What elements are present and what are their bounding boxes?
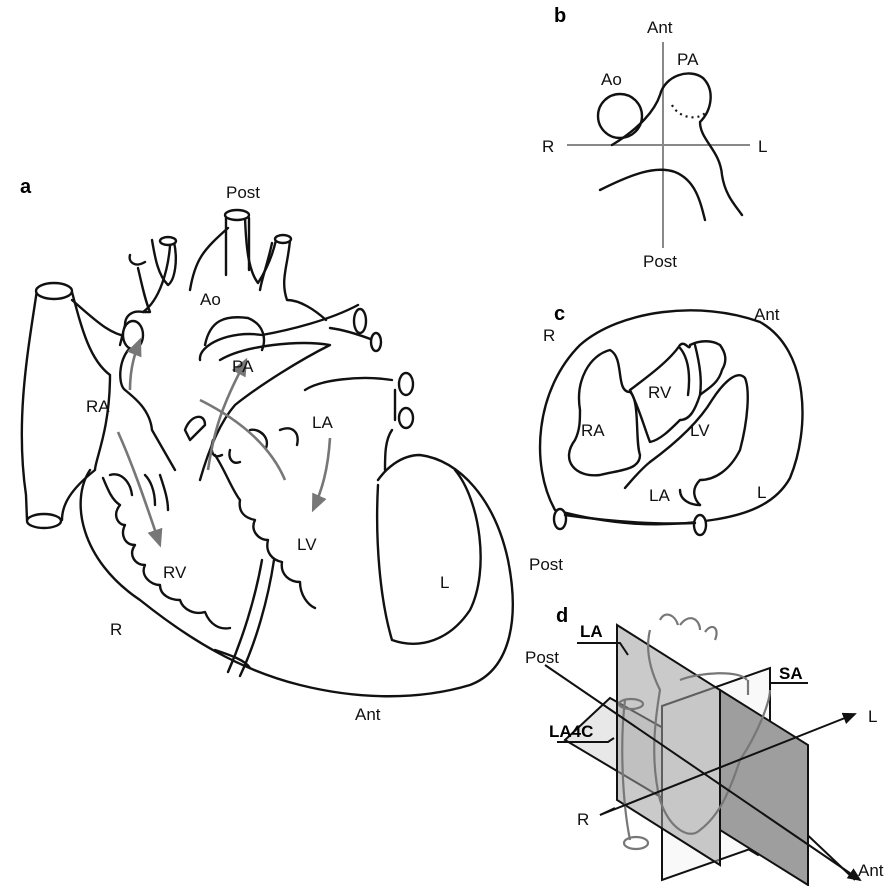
c-ant-label: Ant: [754, 305, 780, 324]
d-ant-label: Ant: [858, 861, 884, 880]
c-ra-label: RA: [581, 421, 605, 440]
c-post-label: Post: [529, 555, 563, 574]
a-lv-label: LV: [297, 535, 317, 554]
a-ant-label: Ant: [355, 705, 381, 724]
b-post-label: Post: [643, 252, 677, 271]
panel-d-letter: d: [556, 605, 568, 627]
panel-d-imaging-planes-diagram: d LA Post SA LA4C L R Ant: [525, 605, 884, 885]
a-ra-label: RA: [86, 397, 110, 416]
b-ant-label: Ant: [647, 18, 673, 37]
panel-b-great-vessels-diagram: b Ant PA Ao R L Post: [542, 5, 767, 271]
c-rv-label: RV: [648, 383, 672, 402]
b-l-label: L: [758, 137, 767, 156]
a-la-label: LA: [312, 413, 333, 432]
d-la4c-label: LA4C: [549, 722, 593, 741]
c-l-label: L: [757, 483, 766, 502]
panel-c-four-chamber-diagram: c R Ant RV RA LV LA L Post: [529, 303, 802, 574]
d-sa-label: SA: [779, 664, 803, 683]
la-plane: [617, 625, 720, 865]
panel-c-letter: c: [554, 303, 565, 325]
c-r-label: R: [543, 326, 555, 345]
d-l-label: L: [868, 707, 877, 726]
a-ao-label: Ao: [200, 290, 221, 309]
b-pa-label: PA: [677, 50, 699, 69]
c-lv-label: LV: [690, 421, 710, 440]
d-post-label: Post: [525, 648, 559, 667]
a-post-label: Post: [226, 183, 260, 202]
a-l-label: L: [440, 573, 449, 592]
a-rv-label: RV: [163, 563, 187, 582]
d-la-label: LA: [580, 622, 603, 641]
a-r-label: R: [110, 620, 122, 639]
d-r-label: R: [577, 810, 589, 829]
b-r-label: R: [542, 137, 554, 156]
panel-a-letter: a: [20, 176, 32, 198]
panel-a-heart-diagram: a Post Ao PA RA LA RV LV R L Ant: [20, 176, 513, 724]
panel-b-letter: b: [554, 5, 566, 27]
c-la-label: LA: [649, 486, 670, 505]
a-pa-label: PA: [232, 357, 254, 376]
b-ao-label: Ao: [601, 70, 622, 89]
